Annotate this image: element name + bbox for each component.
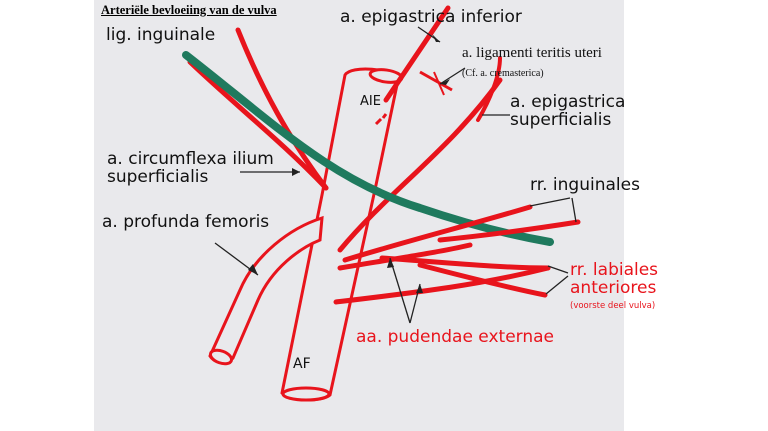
label-epigastrica-superficialis-1: a. epigastrica (510, 92, 626, 112)
leader-arrowheads (248, 34, 450, 293)
leader-labiales-1 (547, 265, 569, 274)
label-profunda-femoris: a. profunda femoris (102, 212, 270, 232)
arrowhead-pudendae-2 (416, 284, 423, 293)
rr-labiales-lower (417, 262, 548, 298)
label-rr-labiales-2: anteriores (570, 278, 657, 298)
arrowhead-circumflexa (292, 168, 300, 176)
leader-lig-teretis (439, 67, 466, 85)
label-aie: AIE (360, 94, 381, 109)
lig-teretis-tick (433, 71, 445, 96)
label-epigastrica-inferior: a. epigastrica inferior (340, 7, 522, 27)
label-epigastrica-superficialis-2: superficialis (510, 110, 612, 130)
circumflexa-branch (235, 27, 329, 191)
label-lig-teretis: a. ligamenti teritis uteri (462, 45, 602, 61)
lig-teretis-branch (419, 70, 453, 92)
rr-inguinales-lower (437, 219, 581, 243)
leader-pudendae-1 (389, 257, 411, 324)
label-circumflexa-2: superficialis (107, 167, 209, 187)
arteria-epigastrica-inferior (383, 5, 451, 103)
leader-rr-inguinales-1 (529, 197, 571, 207)
rr-inguinales-upper (342, 204, 533, 263)
af-opening (281, 386, 331, 402)
label-lig-inguinale: lig. inguinale (106, 25, 216, 45)
leader-rr-inguinales-2 (571, 197, 577, 223)
arteria-circumflexa-ilium (187, 59, 329, 191)
aie-small-marks (374, 113, 388, 126)
label-cremasterica: (Cf. a. cremasterica) (462, 68, 544, 79)
arrowhead-pudendae-1 (387, 258, 394, 268)
label-rr-inguinales: rr. inguinales (530, 175, 640, 195)
label-rr-labiales-3: (voorste deel vulva) (570, 301, 656, 311)
epigastrica-superficialis-top (476, 56, 502, 122)
aa-pudendae-externae-lower (333, 265, 551, 305)
label-af: AF (293, 356, 311, 372)
diagram-title: Arteriële bevloeiing van de vulva (101, 3, 277, 17)
arrowhead-lig-teretis (440, 79, 450, 85)
arteria-epigastrica-superficialis (337, 77, 503, 253)
aa-pudendae-externae-upper (337, 242, 473, 271)
arrowhead-profunda (248, 264, 258, 275)
rr-labiales-upper (379, 255, 551, 271)
profunda-opening (208, 348, 234, 366)
label-rr-labiales-1: rr. labiales (570, 260, 659, 280)
label-circumflexa-1: a. circumflexa ilium (107, 149, 274, 169)
label-pudendae-externae: aa. pudendae externae (356, 327, 554, 347)
arrowhead-epigastrica-inferior (432, 34, 440, 42)
leader-labiales-2 (545, 275, 569, 295)
